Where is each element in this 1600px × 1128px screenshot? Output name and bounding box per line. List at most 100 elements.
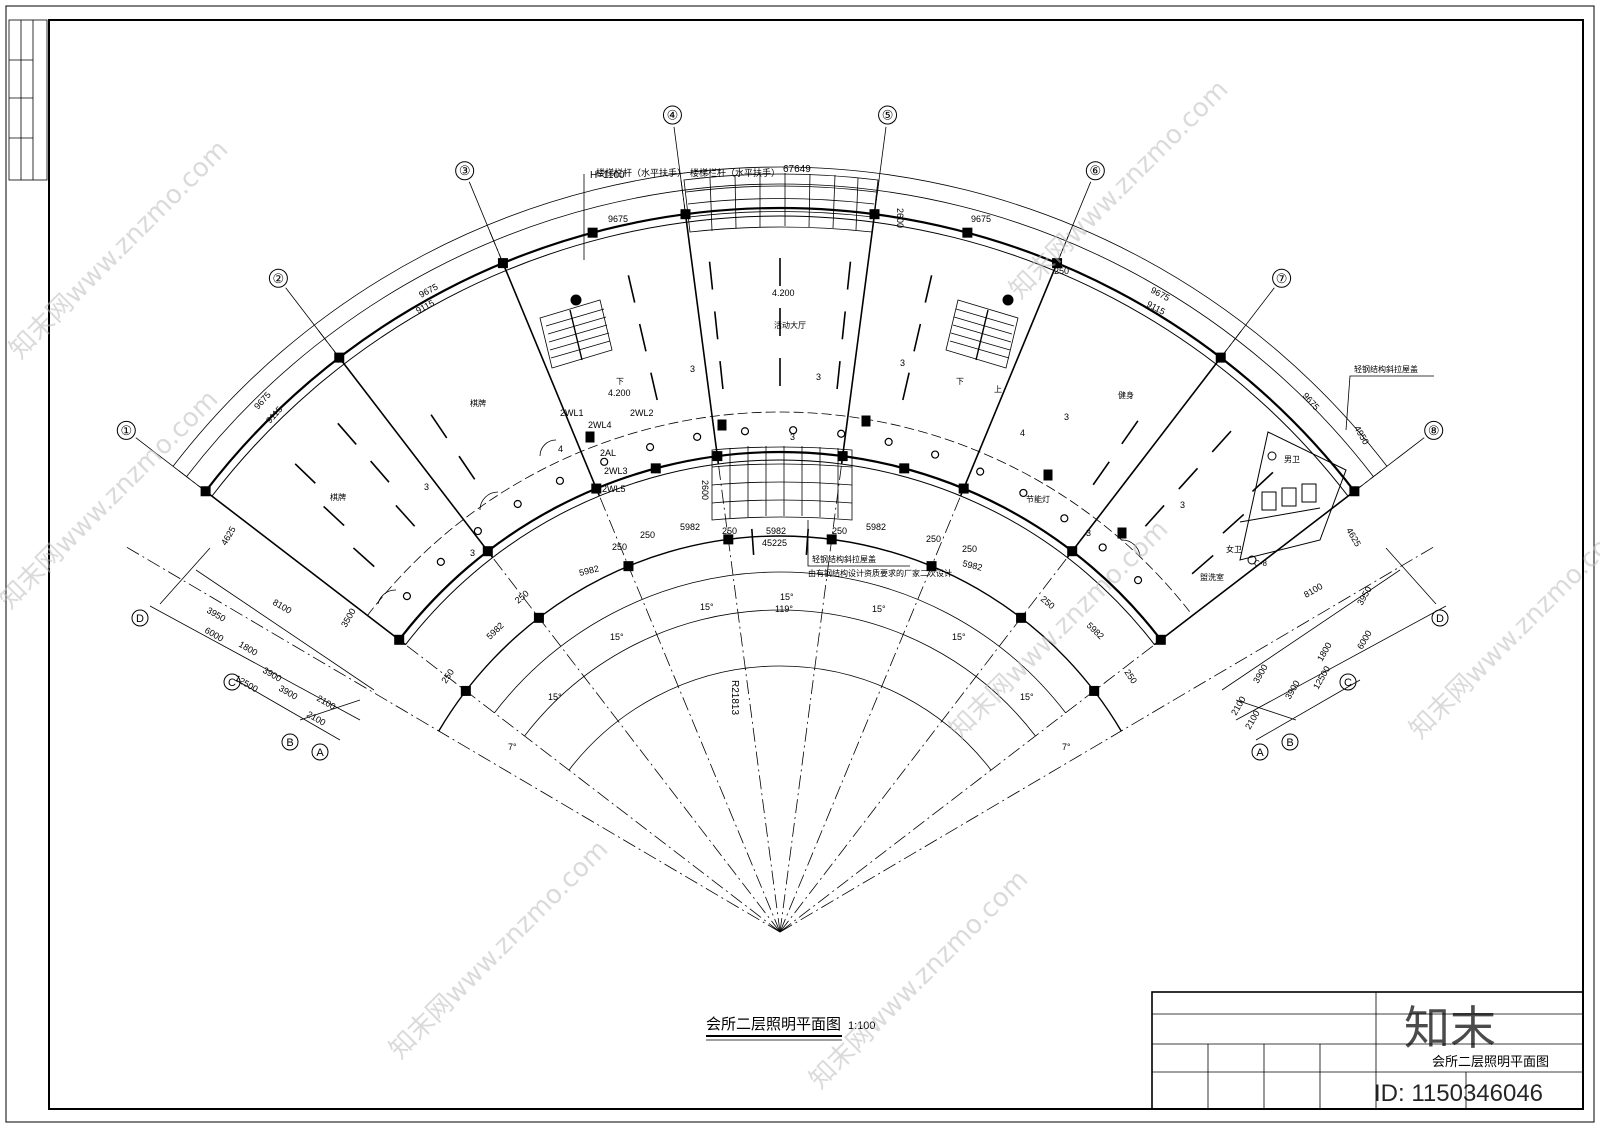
axis-leader xyxy=(1220,287,1275,358)
tangential-bubble-left xyxy=(311,743,329,761)
railing-note: 楼梯栏杆（水平扶手） xyxy=(690,167,780,179)
drawing-title-block: 会所二层照明平面图 1:100 xyxy=(706,1015,876,1041)
angle-arc-2 xyxy=(568,665,992,771)
tangential-label-right-3: A xyxy=(1256,747,1264,759)
room-gym: 健身 xyxy=(1118,390,1134,400)
column xyxy=(826,534,837,545)
fluorescent-light xyxy=(902,372,910,401)
fluorescent-light xyxy=(370,460,390,483)
wire-count-10: 4 xyxy=(558,444,563,454)
ceiling-lamp xyxy=(402,591,412,601)
angle-bay-4: 15° xyxy=(610,632,624,642)
wing-right-2100b: 2100 xyxy=(1243,709,1262,731)
inner-chord-e: 5982 xyxy=(484,620,505,641)
wing-left-3950: 3950 xyxy=(205,605,227,624)
inner-chord-c: 5982 xyxy=(578,563,600,578)
axis-bubble xyxy=(1272,268,1292,288)
inner-total-dimension: 45225 xyxy=(762,538,787,548)
fluorescent-light xyxy=(924,275,933,303)
ceiling-lamps xyxy=(402,426,1143,601)
fluorescent-light xyxy=(352,547,375,568)
column xyxy=(587,227,598,238)
fluorescent-light xyxy=(337,422,357,445)
radial-wall xyxy=(502,262,601,497)
axis-bubble xyxy=(662,105,682,125)
fluorescent-light xyxy=(1092,461,1110,486)
tangential-bubble-right xyxy=(1281,733,1299,751)
watermark-site-5: 知末网www.znzmo.com xyxy=(384,834,615,1065)
corridor-center-arc xyxy=(367,411,1193,616)
roof-truss-hatch-top xyxy=(683,173,879,233)
wing-right-3900a: 3900 xyxy=(1251,663,1270,685)
radial-wall xyxy=(205,490,407,646)
fluorescent-light xyxy=(913,323,922,352)
room-hall: 活动大厅 xyxy=(774,320,806,330)
ceiling-lamp xyxy=(740,427,750,436)
column xyxy=(723,534,734,545)
ceiling-lamp xyxy=(884,437,893,446)
bay-dim-left2-outer: 9675 xyxy=(252,390,273,412)
inner-wall-arc-2 xyxy=(405,459,1155,645)
axis-bubble xyxy=(455,161,475,181)
note-leaders xyxy=(583,174,1434,567)
steel-roof-note-right: 轻钢结构斜拉屋盖 xyxy=(1354,364,1418,374)
angle-bay-3: 15° xyxy=(872,604,886,614)
axis-leader xyxy=(1354,437,1425,492)
ceiling-lamp xyxy=(837,429,846,438)
wire-count-1: 3 xyxy=(690,364,695,374)
column xyxy=(1155,634,1166,645)
circuit-2wl1: 2WL1 xyxy=(560,408,584,418)
dimension-arc-outer xyxy=(172,166,1388,467)
light-fixtures xyxy=(294,258,1274,575)
railing-height: H=1100 xyxy=(590,170,625,181)
bay-dim-right2-outer: 9675 xyxy=(1301,391,1322,413)
fluorescent-light xyxy=(751,528,755,555)
column xyxy=(482,546,493,557)
bay-dim-top-right: 9675 xyxy=(971,214,991,224)
small-250-j: 250 xyxy=(1122,668,1139,686)
room-card-left2: 棋牌 xyxy=(330,492,346,502)
column xyxy=(899,463,910,474)
tangential-bubble-right xyxy=(1251,743,1269,761)
radial-walls xyxy=(205,214,1355,646)
bay-dim-left-outer: 9675 xyxy=(417,282,439,300)
ceiling-lamp xyxy=(600,457,609,466)
fluorescent-light xyxy=(638,323,647,352)
fluorescent-light xyxy=(836,361,841,390)
wire-count-6: 3 xyxy=(470,548,475,558)
circuit-2wl4: 2WL4 xyxy=(588,420,612,430)
axis-bubble xyxy=(268,268,288,288)
watermark-site-7: 知末网www.znzmo.com xyxy=(1404,514,1600,745)
small-250-k: 250 xyxy=(1054,266,1069,276)
fluorescent-light xyxy=(1121,420,1139,445)
column xyxy=(533,612,544,623)
ceiling-lamp xyxy=(1133,576,1143,585)
small-250-g: 250 xyxy=(513,588,531,605)
stair-right xyxy=(945,299,1019,369)
fluorescent-light xyxy=(430,414,448,439)
fluorescent-light xyxy=(719,361,724,390)
axis-leader xyxy=(874,126,887,215)
column xyxy=(1016,612,1027,623)
wing-right-8100: 8100 xyxy=(1302,581,1324,600)
angle-bay-7: 15° xyxy=(1020,692,1034,702)
column xyxy=(958,483,969,494)
wire-count-5: 3 xyxy=(424,482,429,492)
wire-count-8: 3 xyxy=(1180,500,1185,510)
wire-count-3: 3 xyxy=(790,432,795,442)
wing-left-12500: 12500 xyxy=(233,673,260,694)
fluorescent-light xyxy=(713,311,719,340)
fluorescent-light xyxy=(1191,554,1214,575)
angle-bay-6: 15° xyxy=(548,692,562,702)
ceiling-lamp xyxy=(789,426,798,435)
circuit-2wl2: 2WL2 xyxy=(630,408,654,418)
door-c8: C-8 xyxy=(1254,559,1267,568)
wire-count-4: 3 xyxy=(900,358,905,368)
small-250-c: 250 xyxy=(926,534,941,544)
fluorescent-light xyxy=(1222,513,1245,534)
wire-count-2: 3 xyxy=(816,372,821,382)
steel-roof-note-bottom: 轻钢结构斜拉屋盖 xyxy=(812,554,876,564)
fluorescent-light xyxy=(323,505,345,527)
ceiling-lamp xyxy=(693,432,702,441)
